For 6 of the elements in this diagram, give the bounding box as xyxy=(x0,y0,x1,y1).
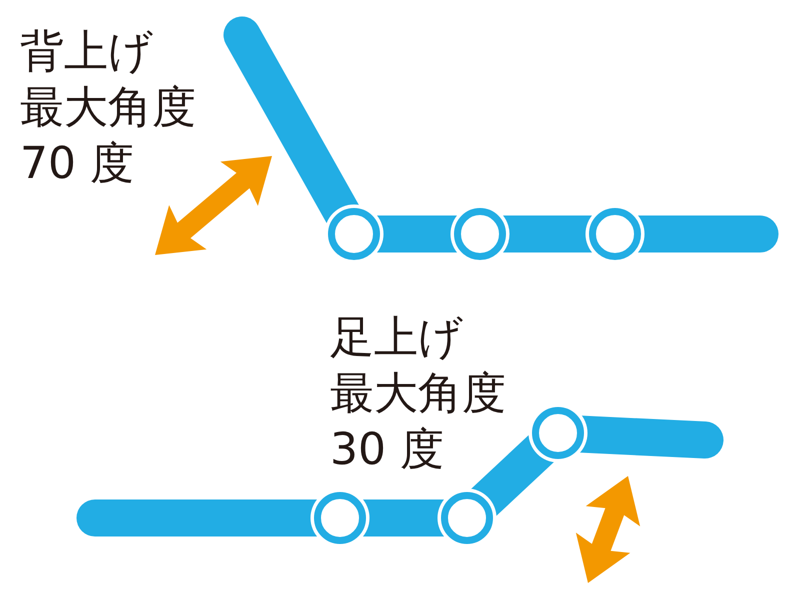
angle-label: 最大角度 xyxy=(20,81,196,135)
angle-value: 30 度 xyxy=(330,423,444,477)
section-label: 足上げ xyxy=(330,311,463,365)
section-label: 背上げ xyxy=(20,25,153,79)
angle-value: 70 度 xyxy=(20,137,134,191)
angle-label: 最大角度 xyxy=(330,367,506,421)
